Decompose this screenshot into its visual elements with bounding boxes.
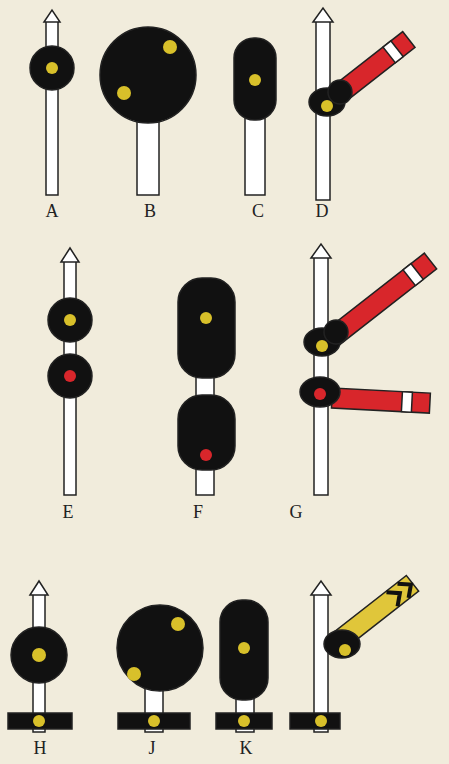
signal-letter: E bbox=[63, 503, 74, 521]
signal-letter: F bbox=[193, 503, 203, 521]
signal-letter: G bbox=[290, 503, 303, 521]
signal-letter: J bbox=[148, 739, 155, 757]
signal-letter: B bbox=[144, 202, 156, 220]
signal-letter: D bbox=[316, 202, 329, 220]
signal-letter: C bbox=[252, 202, 264, 220]
signal-letter: A bbox=[46, 202, 59, 220]
signal-letter: H bbox=[34, 739, 47, 757]
signal-letter: K bbox=[240, 739, 253, 757]
